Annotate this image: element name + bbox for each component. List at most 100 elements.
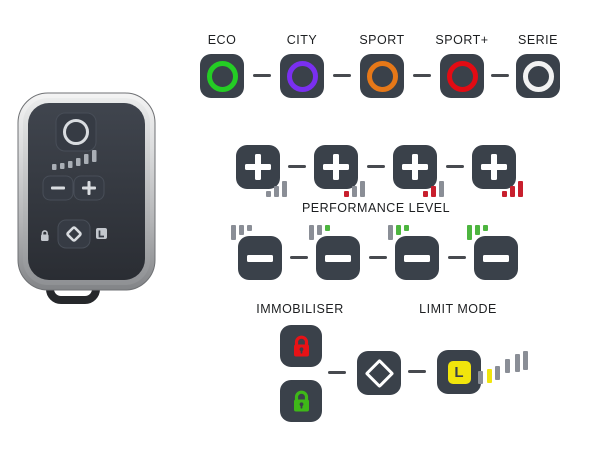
mode-label-eco: ECO <box>207 33 237 47</box>
mode-button-serie <box>516 54 560 98</box>
limit-bar <box>487 369 492 383</box>
device-image <box>17 92 156 304</box>
mode-label-sport-plus: SPORT+ <box>435 33 489 47</box>
performance-bars-minus-3 <box>388 225 409 240</box>
limit-bar <box>478 371 483 384</box>
connector-line <box>447 256 466 259</box>
plus-button-4 <box>472 145 516 189</box>
connector-line <box>288 165 306 168</box>
connector-line <box>408 370 426 373</box>
minus-button-4 <box>474 236 518 280</box>
connector-line <box>253 74 271 77</box>
performance-level-label: PERFORMANCE LEVEL <box>301 201 451 215</box>
level-bar <box>266 191 271 197</box>
device-circle-button <box>55 112 97 152</box>
performance-bars-plus-3 <box>423 181 444 197</box>
level-bar <box>510 186 515 197</box>
level-bar <box>274 186 279 197</box>
plus-button-2 <box>314 145 358 189</box>
limit-bar <box>523 351 528 370</box>
level-bar <box>396 225 401 235</box>
level-bar <box>467 225 472 240</box>
limit-mode-label: LIMIT MODE <box>419 302 497 316</box>
level-bar <box>344 191 349 197</box>
level-bar <box>282 181 287 197</box>
minus-button-1 <box>238 236 282 280</box>
minus-icon <box>247 254 273 262</box>
device-plus-icon <box>82 181 96 195</box>
immobiliser-locked-button <box>280 325 322 367</box>
connector-line <box>413 74 431 77</box>
plus-icon <box>245 154 271 180</box>
minus-icon <box>404 254 430 262</box>
limit-mode-button: L <box>437 350 481 394</box>
level-bar <box>388 225 393 240</box>
connector-line <box>445 165 464 168</box>
device-diamond-button <box>57 219 91 249</box>
diamond-icon <box>364 358 394 388</box>
device-circle-icon <box>63 119 89 145</box>
level-bar <box>239 225 244 235</box>
level-bar <box>502 191 507 197</box>
mode-label-sport: SPORT <box>359 33 405 47</box>
device-l-icon <box>96 228 107 239</box>
mode-button-eco <box>200 54 244 98</box>
device-lock-icon <box>41 230 49 241</box>
performance-bars-plus-1 <box>266 181 287 197</box>
level-bar <box>360 181 365 197</box>
mode-button-sport <box>360 54 404 98</box>
performance-bars-minus-1 <box>231 225 252 240</box>
plus-icon <box>323 154 349 180</box>
connector-line <box>366 165 385 168</box>
device-diamond-icon <box>66 226 82 242</box>
level-bar <box>404 225 409 231</box>
l-badge-icon: L <box>447 360 471 384</box>
minus-button-3 <box>395 236 439 280</box>
plus-icon <box>402 154 428 180</box>
mode-button-sport-plus <box>440 54 484 98</box>
level-bar <box>325 225 330 231</box>
performance-bars-plus-2 <box>344 181 365 197</box>
plus-button-3 <box>393 145 437 189</box>
green-lock-icon <box>293 390 309 411</box>
level-bar <box>439 181 444 197</box>
level-bar <box>352 186 357 197</box>
mode-ring-sport-plus <box>446 60 478 92</box>
mode-ring-eco <box>206 60 238 92</box>
mode-label-city: CITY <box>286 33 318 47</box>
limit-bar <box>495 366 500 380</box>
level-bar <box>247 225 252 231</box>
mode-label-serie: SERIE <box>517 33 558 47</box>
connector-line <box>368 256 387 259</box>
performance-bars-minus-2 <box>309 225 330 240</box>
plus-button-1 <box>236 145 280 189</box>
connector-line <box>491 74 509 77</box>
limit-bar <box>515 354 520 372</box>
limit-bar <box>505 359 510 373</box>
mode-diamond-button <box>357 351 401 395</box>
minus-icon <box>325 254 351 262</box>
level-bar <box>483 225 488 231</box>
level-bar <box>317 225 322 235</box>
plus-icon <box>481 154 507 180</box>
minus-button-2 <box>316 236 360 280</box>
mode-ring-sport <box>366 60 398 92</box>
immobiliser-unlocked-button <box>280 380 322 422</box>
red-lock-icon <box>293 335 309 356</box>
connector-line <box>328 371 346 374</box>
mode-ring-city <box>286 60 318 92</box>
performance-bars-plus-4 <box>502 181 523 197</box>
level-bar <box>431 186 436 197</box>
device-minus-icon <box>51 186 65 190</box>
performance-bars-minus-4 <box>467 225 488 240</box>
limit-level-bars <box>478 350 534 386</box>
connector-line <box>290 256 308 259</box>
level-bar <box>518 181 523 197</box>
device-display-bars <box>52 150 97 170</box>
level-bar <box>309 225 314 240</box>
level-bar <box>423 191 428 197</box>
level-bar <box>231 225 236 240</box>
level-bar <box>475 225 480 235</box>
mode-button-city <box>280 54 324 98</box>
